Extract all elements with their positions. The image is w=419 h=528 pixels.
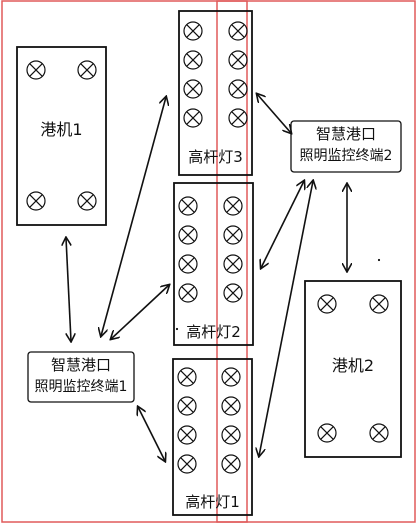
terminal-2-box (290, 120, 402, 173)
lamp-icon (178, 254, 198, 274)
crane-1-lamps (26, 60, 97, 211)
region-outline-right (216, 0, 416, 523)
terminal-2-title: 智慧港口 (315, 125, 376, 143)
pole-light-2-box (173, 182, 254, 346)
lamp-icon (228, 21, 248, 41)
lamp-icon (223, 254, 243, 274)
lamp-icon (178, 225, 198, 245)
arrow-crane1-terminal1 (66, 238, 71, 341)
lamp-icon (369, 423, 389, 443)
arrow-pole2-terminal2 (261, 181, 304, 268)
lamp-icon (221, 454, 241, 474)
pole-light-2-lamps (178, 196, 243, 303)
lamp-icon (77, 60, 97, 80)
crane-1-box (16, 46, 107, 226)
speck (377, 258, 381, 262)
lamp-icon (177, 367, 197, 387)
pole-light-2-label: 高杆灯2 (186, 323, 241, 341)
lamp-icon (178, 283, 198, 303)
lamp-icon (221, 425, 241, 445)
pole-light-3-lamps (183, 21, 248, 128)
lamp-icon (77, 191, 97, 211)
lamp-icon (183, 79, 203, 99)
lamp-icon (228, 108, 248, 128)
lamp-icon (223, 196, 243, 216)
lamp-icon (221, 367, 241, 387)
pole-light-1-lamps (177, 367, 241, 474)
pole-light-1-box (172, 358, 253, 516)
pole-light-3-box (178, 10, 253, 176)
arrow-pole3-terminal2 (257, 94, 291, 133)
lamp-icon (177, 396, 197, 416)
arrow-terminal1-pole1 (138, 407, 165, 461)
region-outline-left (1, 0, 248, 523)
terminal-1-box (27, 351, 135, 403)
lamp-icon (317, 423, 337, 443)
lamp-icon (177, 425, 197, 445)
terminal-2-subtitle: 照明监控终端2 (299, 148, 393, 164)
lamp-icon (369, 294, 389, 314)
lamp-icon (221, 396, 241, 416)
terminal-1-subtitle: 照明监控终端1 (34, 379, 128, 395)
lamp-icon (228, 79, 248, 99)
lamp-icon (26, 191, 46, 211)
crane-2-lamps (317, 294, 389, 443)
lamp-icon (26, 60, 46, 80)
lamp-icon (223, 225, 243, 245)
connection-arrows (66, 94, 347, 461)
lamp-icon (178, 196, 198, 216)
lamp-icon (183, 50, 203, 70)
pole-light-3-label: 高杆灯3 (188, 148, 243, 166)
speck (175, 327, 179, 331)
crane-2-label: 港机2 (331, 356, 375, 375)
lamp-icon (228, 50, 248, 70)
arrow-terminal1-pole2 (111, 285, 169, 339)
lamp-icon (223, 283, 243, 303)
lamp-icon (317, 294, 337, 314)
lamp-icon (183, 108, 203, 128)
lamp-icon (183, 21, 203, 41)
pole-light-1-label: 高杆灯1 (185, 493, 240, 511)
arrow-pole1-terminal2 (259, 181, 313, 456)
crane-1-label: 港机1 (40, 120, 83, 139)
arrow-terminal1-pole3 (101, 97, 166, 336)
lamp-icon (177, 454, 197, 474)
terminal-1-title: 智慧港口 (50, 356, 111, 374)
